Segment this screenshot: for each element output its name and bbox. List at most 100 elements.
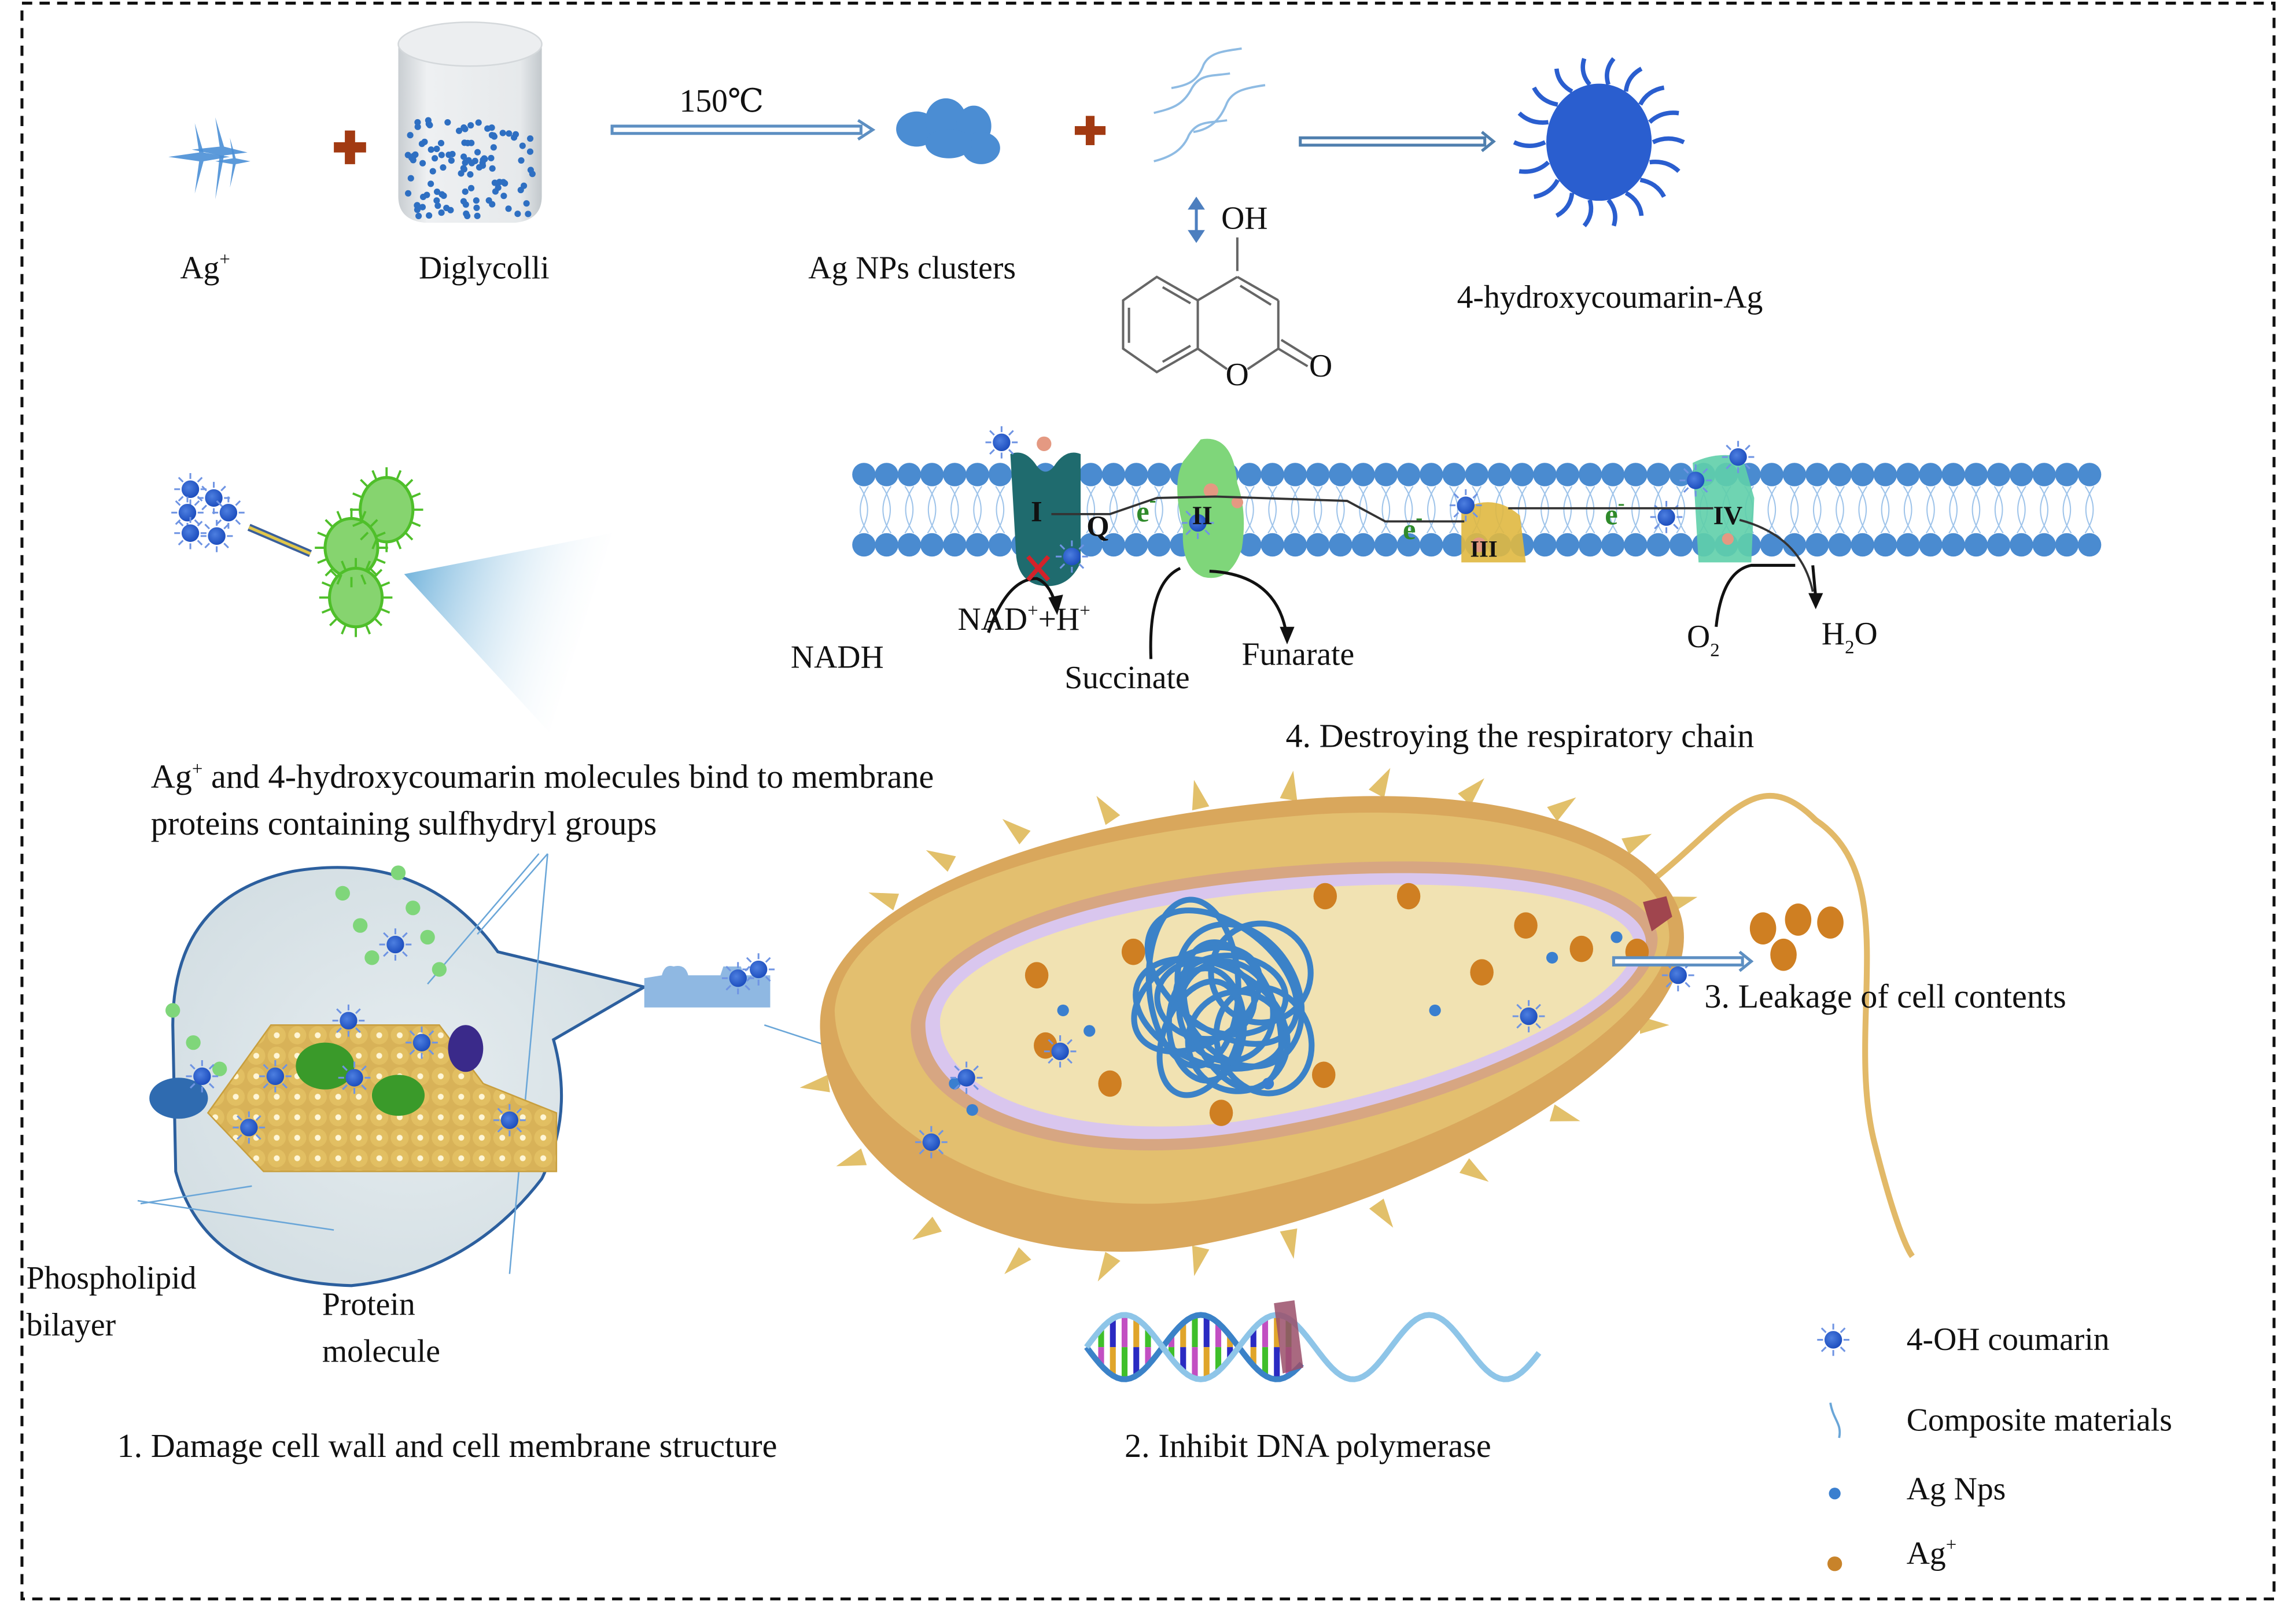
coumarin-np xyxy=(914,1125,949,1160)
particle-dot xyxy=(484,125,491,132)
ag-np xyxy=(1610,931,1623,943)
ag-np xyxy=(1057,1004,1069,1017)
spike xyxy=(1621,833,1652,855)
base-pair xyxy=(1133,1347,1140,1376)
particle-dot xyxy=(491,133,498,140)
lipid-head xyxy=(1374,533,1398,557)
phospholipid-label-2: bilayer xyxy=(27,1307,116,1343)
dna-caption: 2. Inhibit DNA polymerase xyxy=(1125,1427,1491,1464)
lipid-head xyxy=(1919,463,1943,486)
electron-label-3: e- xyxy=(1605,491,1624,530)
lipid-head xyxy=(1283,533,1307,557)
lipid-head xyxy=(1101,463,1126,486)
spike xyxy=(1096,795,1121,825)
lipid-head xyxy=(1306,533,1330,557)
particle-dot xyxy=(407,175,414,182)
lipid-head xyxy=(1601,533,1625,557)
particle-dot xyxy=(438,191,445,198)
leakage-arrow-icon xyxy=(1612,950,1754,972)
base-pair xyxy=(1098,1329,1104,1348)
particle-dot xyxy=(445,152,452,158)
pilus xyxy=(317,532,328,538)
dna-loop xyxy=(1180,939,1284,1092)
lipid-head xyxy=(1396,533,1421,557)
blocked-x-icon xyxy=(1026,555,1051,582)
lipid-head xyxy=(1851,463,1874,486)
pilus xyxy=(371,470,378,481)
particle-dot xyxy=(443,205,450,212)
flagellum xyxy=(1653,792,1915,1259)
spike xyxy=(926,850,956,872)
bacterium xyxy=(799,768,1915,1282)
pilus xyxy=(375,558,386,564)
particle-dot xyxy=(458,170,465,177)
lipid-head xyxy=(1420,463,1443,486)
lipid-head xyxy=(1578,463,1602,486)
ag-ion-star-icon xyxy=(168,117,250,200)
pilus xyxy=(373,617,383,626)
legend-item-composite: Composite materials xyxy=(1829,1402,2172,1438)
coumarin-structure xyxy=(1122,237,1313,374)
product-label: 4-hydroxycoumarin-Ag xyxy=(1457,279,1763,315)
lipid-head xyxy=(1805,463,1829,486)
lipid-head xyxy=(1896,463,1920,486)
coumarin-ag-product-icon xyxy=(1513,57,1685,227)
ag-np-cluster-icon xyxy=(896,98,1000,164)
particle-dot xyxy=(506,130,513,137)
base-pair xyxy=(1215,1323,1222,1348)
legend-ag-ion-label: Ag+ xyxy=(1907,1534,1957,1571)
dna-loop xyxy=(1156,978,1244,1098)
particle-dot xyxy=(511,134,518,141)
pilus xyxy=(329,569,338,578)
lipid-head xyxy=(2032,533,2056,557)
lipid-head xyxy=(1873,463,1897,486)
spike xyxy=(1369,1198,1394,1228)
pilus xyxy=(336,511,342,522)
tendril xyxy=(1606,198,1617,227)
spike xyxy=(1192,1245,1210,1276)
pilus xyxy=(410,492,421,499)
pilus xyxy=(325,519,334,528)
pilus xyxy=(369,519,378,528)
nad-product-label: NAD++H+ xyxy=(957,600,1090,637)
svg-text:Ag Nps: Ag Nps xyxy=(1907,1471,2006,1507)
lipid-head xyxy=(1261,533,1284,557)
particle-dot xyxy=(499,130,506,136)
pilus xyxy=(395,470,402,481)
particle-dot xyxy=(414,119,421,126)
particle-dot xyxy=(527,167,534,174)
particle-dot xyxy=(408,154,415,161)
particle-dot xyxy=(475,119,482,126)
particle-dot xyxy=(519,142,526,149)
tendril xyxy=(1605,57,1616,86)
oxygen-label: O2 xyxy=(1687,619,1720,661)
base-pair xyxy=(1262,1318,1269,1348)
lipid-head xyxy=(1987,533,2011,557)
lipid-head xyxy=(1556,533,1579,557)
particle-dot xyxy=(479,162,487,169)
base-pair xyxy=(1274,1347,1280,1379)
lipid-head xyxy=(1238,533,1262,557)
pilus xyxy=(360,479,369,488)
lipid-head xyxy=(1873,533,1897,557)
pilus xyxy=(360,511,367,522)
pilus xyxy=(341,624,347,634)
particle-dot xyxy=(414,202,421,209)
lipid-head xyxy=(1533,533,1557,557)
particle-dot xyxy=(481,155,488,162)
tendril xyxy=(1513,140,1546,149)
pilus xyxy=(379,607,390,614)
tendril xyxy=(1580,58,1591,86)
lipid-head xyxy=(1624,533,1648,557)
base-pair xyxy=(1227,1335,1233,1348)
base-pair xyxy=(1168,1347,1175,1359)
lipid-head xyxy=(1442,463,1466,486)
particle-dot xyxy=(429,168,436,175)
lipid-head xyxy=(1964,463,1988,486)
particle-dot xyxy=(500,193,507,200)
particle-dot xyxy=(437,139,445,147)
coumarin-np xyxy=(1512,999,1546,1034)
fumarate-label: Funarate xyxy=(1242,637,1355,673)
spike xyxy=(1280,1228,1298,1259)
lipid-head xyxy=(943,533,967,557)
